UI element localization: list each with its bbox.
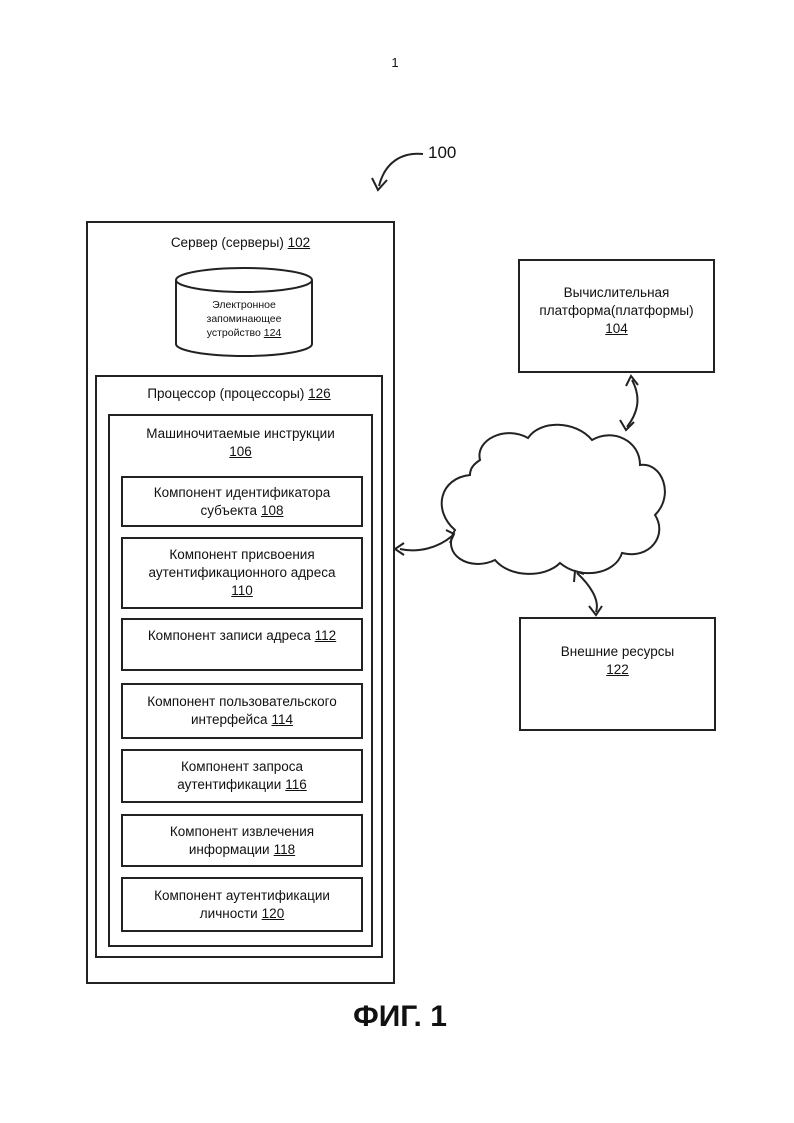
component-address-record: Компонент записи адреса 112	[121, 618, 363, 671]
external-resources-label: Внешние ресурсы 122	[519, 643, 716, 679]
connector-cloud-platform	[627, 380, 637, 427]
component-identity-authentication: Компонент аутентификации личности120	[121, 877, 363, 932]
processor-label: Процессор (процессоры) 126	[95, 385, 383, 403]
component-subject-identifier: Компонент идентификатора субъекта108	[121, 476, 363, 527]
instructions-label: Машиночитаемые инструкции 106	[108, 425, 373, 461]
component-auth-address-assignment: Компонент присвоения аутентификационного…	[121, 537, 363, 609]
server-label: Сервер (серверы) 102	[86, 234, 395, 252]
component-auth-request: Компонент запроса аутентификации116	[121, 749, 363, 803]
connector-cloud-external	[577, 573, 597, 612]
network-cloud	[442, 425, 665, 574]
figure-caption: ФИГ. 1	[300, 1000, 500, 1034]
component-user-interface: Компонент пользовательского интерфейса11…	[121, 683, 363, 739]
component-information-retrieval: Компонент извлечения информации118	[121, 814, 363, 867]
computing-platform-label: Вычислительная платформа(платформы) 104	[518, 284, 715, 338]
storage-label: Электронное запоминающее устройство 124	[172, 298, 316, 340]
connector-server-cloud	[400, 536, 452, 550]
